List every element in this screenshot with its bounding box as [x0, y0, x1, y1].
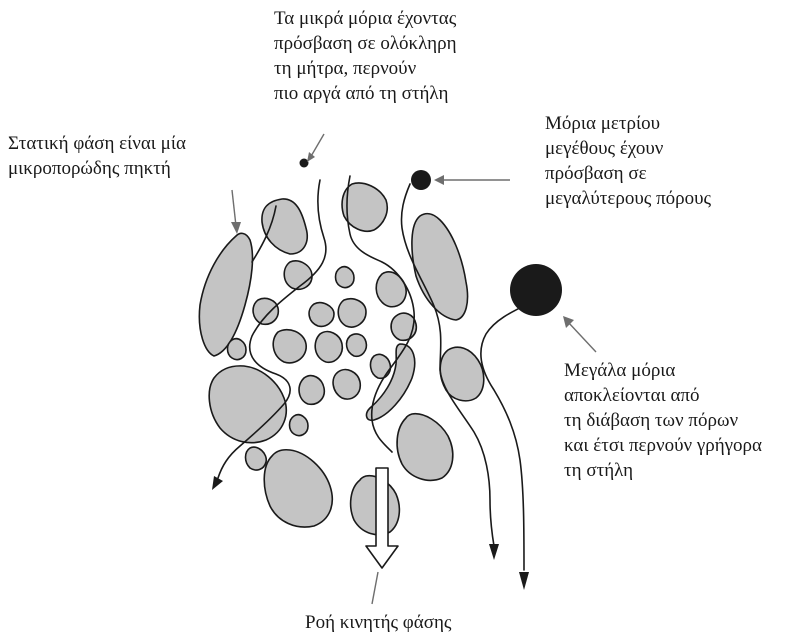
- gel-particle: [347, 334, 367, 356]
- flow-label-pointer: [372, 572, 378, 604]
- gel-particle: [397, 414, 453, 481]
- gel-particle: [284, 261, 312, 289]
- medium-molecule: [411, 170, 431, 190]
- gel-particle: [371, 354, 391, 378]
- small-molecule-pointer-head: [307, 152, 315, 162]
- gel-particle: [199, 233, 252, 356]
- small-molecules-line-2: πρόσβαση σε ολόκληρη: [274, 31, 457, 56]
- small-molecule: [300, 159, 309, 168]
- gel-particle: [264, 450, 332, 527]
- gel-particle: [351, 476, 400, 535]
- gel-particle: [273, 330, 306, 363]
- large-molecules-line-2: αποκλείονται από: [564, 383, 762, 408]
- gel-particle: [333, 370, 360, 399]
- small-molecules-line-3: τη μήτρα, περνούν: [274, 56, 457, 81]
- gel-particle: [376, 272, 406, 307]
- large-molecules-line-1: Μεγάλα μόρια: [564, 358, 762, 383]
- small-molecules-line-4: πιο αργά από τη στήλη: [274, 81, 457, 106]
- small-molecules-line-1: Τα μικρά μόρια έχοντας: [274, 6, 457, 31]
- medium-molecules-label: Μόρια μετρίου μεγέθους έχουν πρόσβαση σε…: [545, 111, 711, 211]
- gel-particle: [412, 214, 468, 320]
- stationary-phase-line-2: μικροπορώδης πηκτή: [8, 156, 186, 181]
- large-molecule-arrowhead: [519, 572, 529, 590]
- gel-particle: [299, 376, 324, 405]
- gel-particle: [338, 299, 366, 327]
- medium-molecule-pointer-head: [434, 175, 444, 185]
- mobile-phase-flow-text: Ροή κινητής φάσης: [305, 610, 451, 635]
- medium-molecules-line-4: μεγαλύτερους πόρους: [545, 186, 711, 211]
- gel-particle: [246, 447, 267, 470]
- medium-molecules-line-2: μεγέθους έχουν: [545, 136, 711, 161]
- gel-particle: [290, 415, 309, 436]
- stationary-phase-label: Στατική φάση είναι μία μικροπορώδης πηκτ…: [8, 131, 186, 181]
- large-molecules-label: Μεγάλα μόρια αποκλείονται από τη διάβαση…: [564, 358, 762, 483]
- gel-particle: [315, 332, 342, 363]
- small-molecules-label: Τα μικρά μόρια έχοντας πρόσβαση σε ολόκλ…: [274, 6, 457, 106]
- stationary-phase-pointer-head: [231, 222, 241, 234]
- large-molecule-pointer: [568, 322, 596, 352]
- stationary-phase-pointer: [232, 190, 236, 226]
- gel-particle: [262, 199, 307, 254]
- gel-particle: [336, 267, 355, 288]
- stationary-phase-line-1: Στατική φάση είναι μία: [8, 131, 186, 156]
- gel-particle: [209, 366, 286, 443]
- gel-particle: [228, 339, 247, 360]
- medium-molecules-line-1: Μόρια μετρίου: [545, 111, 711, 136]
- large-molecule-path: [481, 300, 536, 570]
- medium-molecules-line-3: πρόσβαση σε: [545, 161, 711, 186]
- gel-particle: [309, 303, 334, 327]
- medium-molecule-arrowhead: [489, 544, 499, 560]
- large-molecules-line-3: τη διάβαση των πόρων: [564, 408, 762, 433]
- small-molecule-arrowhead: [212, 476, 223, 490]
- large-molecule: [510, 264, 562, 316]
- mobile-phase-flow-label: Ροή κινητής φάσης: [305, 610, 451, 635]
- large-molecules-line-5: τη στήλη: [564, 458, 762, 483]
- large-molecules-line-4: και έτσι περνούν γρήγορα: [564, 433, 762, 458]
- small-molecule-pointer: [310, 134, 324, 158]
- gel-particles: [199, 183, 483, 535]
- gel-particle: [440, 347, 484, 401]
- gel-particle: [253, 298, 278, 324]
